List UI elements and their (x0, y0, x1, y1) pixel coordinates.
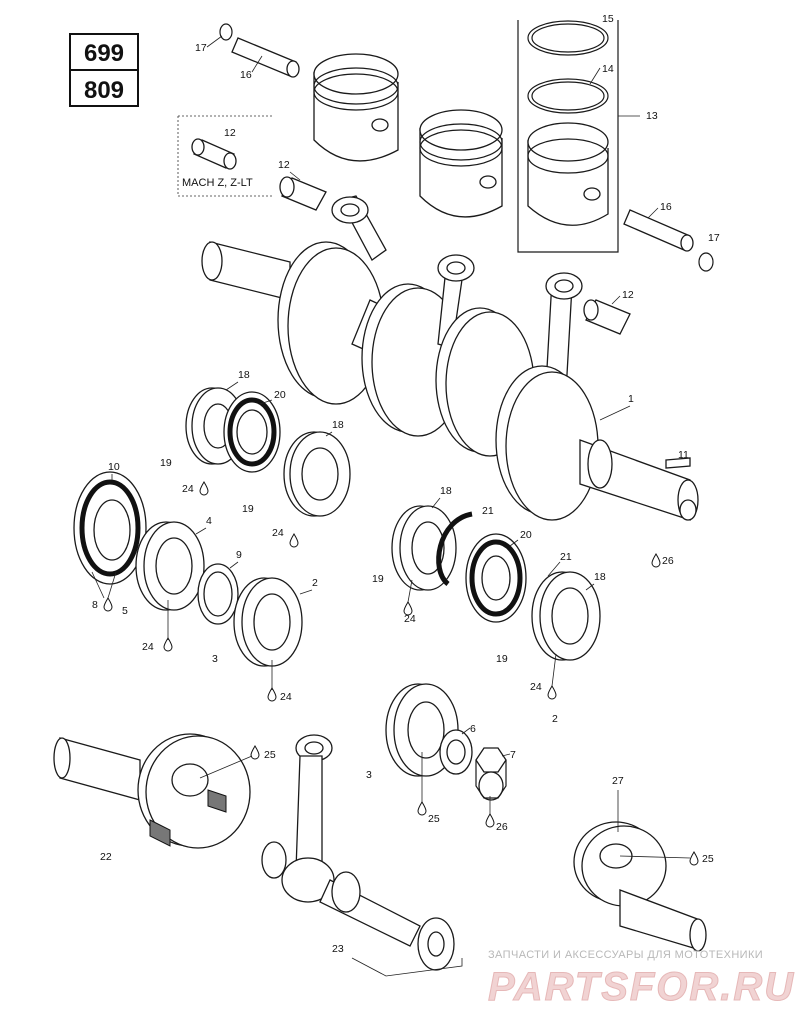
nut-7 (475, 747, 507, 801)
oil-seal-10 (73, 471, 147, 585)
callout-4: 4 (206, 515, 212, 527)
callout-18: 18 (238, 369, 250, 381)
callout-26: 26 (662, 555, 674, 567)
callout-12: 12 (224, 127, 236, 139)
callout-19: 19 (372, 573, 384, 585)
callout-18: 18 (332, 419, 344, 431)
callout-24: 24 (272, 527, 284, 539)
callout-19: 19 (160, 457, 172, 469)
callout-12: 12 (622, 289, 634, 301)
callout-3: 3 (366, 769, 372, 781)
callout-18: 18 (440, 485, 452, 497)
piston-1 (313, 53, 399, 162)
callout-24: 24 (142, 641, 154, 653)
callout-8: 8 (92, 599, 98, 611)
callout-18: 18 (594, 571, 606, 583)
crankshaft-1 (201, 195, 699, 521)
watermark: ЗАПЧАСТИ И АКСЕССУАРЫ ДЛЯ МОТОТЕХНИКИ PA… (488, 949, 795, 1010)
callout-17: 17 (708, 232, 720, 244)
callout-9: 9 (236, 549, 242, 561)
callout-23: 23 (332, 943, 344, 955)
callout-16: 16 (660, 201, 672, 213)
callout-19: 19 (496, 653, 508, 665)
bearing-4 (135, 521, 205, 611)
model-number-box: 699 809 (69, 33, 139, 107)
callout-20: 20 (520, 529, 532, 541)
variant-label: MACH Z, Z-LT (182, 177, 253, 189)
callout-16: 16 (240, 69, 252, 81)
bearing-2-a (233, 577, 303, 667)
bearing-18-b (283, 431, 351, 517)
callout-27: 27 (612, 775, 624, 787)
piston-pin-right (623, 209, 714, 272)
callout-13: 13 (646, 110, 658, 122)
callout-20: 20 (274, 389, 286, 401)
watermark-tagline: ЗАПЧАСТИ И АКСЕССУАРЫ ДЛЯ МОТОТЕХНИКИ (488, 949, 763, 961)
needle-bearing-12-left (279, 176, 327, 211)
callout-6: 6 (470, 723, 476, 735)
model-809-label: 809 (84, 77, 124, 104)
bearing-18-d (531, 571, 601, 661)
callout-14: 14 (602, 63, 614, 75)
callout-25: 25 (702, 853, 714, 865)
piston-pin-left (219, 23, 300, 78)
callout-3: 3 (212, 653, 218, 665)
washer-6 (439, 729, 473, 775)
callout-22: 22 (100, 851, 112, 863)
needle-bearing-12-right (583, 299, 631, 335)
callout-24: 24 (530, 681, 542, 693)
callout-24: 24 (404, 613, 416, 625)
connecting-rod-23 (261, 734, 455, 971)
callout-12: 12 (278, 159, 290, 171)
callout-19: 19 (242, 503, 254, 515)
watermark-brand: PARTSFOR.RU (488, 965, 795, 1009)
variant-box: MACH Z, Z-LT (177, 115, 274, 197)
piston-assembly-13 (517, 20, 640, 253)
callout-7: 7 (510, 749, 516, 761)
spacer-9 (197, 563, 239, 625)
callout-21: 21 (482, 505, 494, 517)
model-699-label: 699 (84, 40, 124, 67)
callout-5: 5 (122, 605, 128, 617)
crankshaft-half-27 (573, 821, 707, 952)
callout-25: 25 (264, 749, 276, 761)
oil-seal-20-a (223, 391, 281, 473)
callout-17: 17 (195, 42, 207, 54)
oil-seal-20-b (465, 533, 527, 623)
callout-11: 11 (678, 449, 689, 461)
circlip-21-a (436, 511, 473, 586)
callout-10: 10 (108, 461, 120, 473)
callout-15: 15 (602, 13, 614, 25)
callout-2: 2 (312, 577, 318, 589)
callout-24: 24 (280, 691, 292, 703)
callout-labels: 17 16 12 12 15 14 13 16 17 12 1 11 18 20… (91, 13, 720, 977)
callout-1: 1 (628, 393, 634, 405)
piston-2 (419, 109, 503, 218)
callout-2: 2 (552, 713, 558, 725)
crankshaft-half-22 (53, 733, 251, 849)
callout-26: 26 (496, 821, 508, 833)
callout-24: 25 (428, 813, 440, 825)
bearing-18-c (391, 505, 457, 591)
callout-24: 24 (182, 483, 194, 495)
callout-21: 21 (560, 551, 572, 563)
